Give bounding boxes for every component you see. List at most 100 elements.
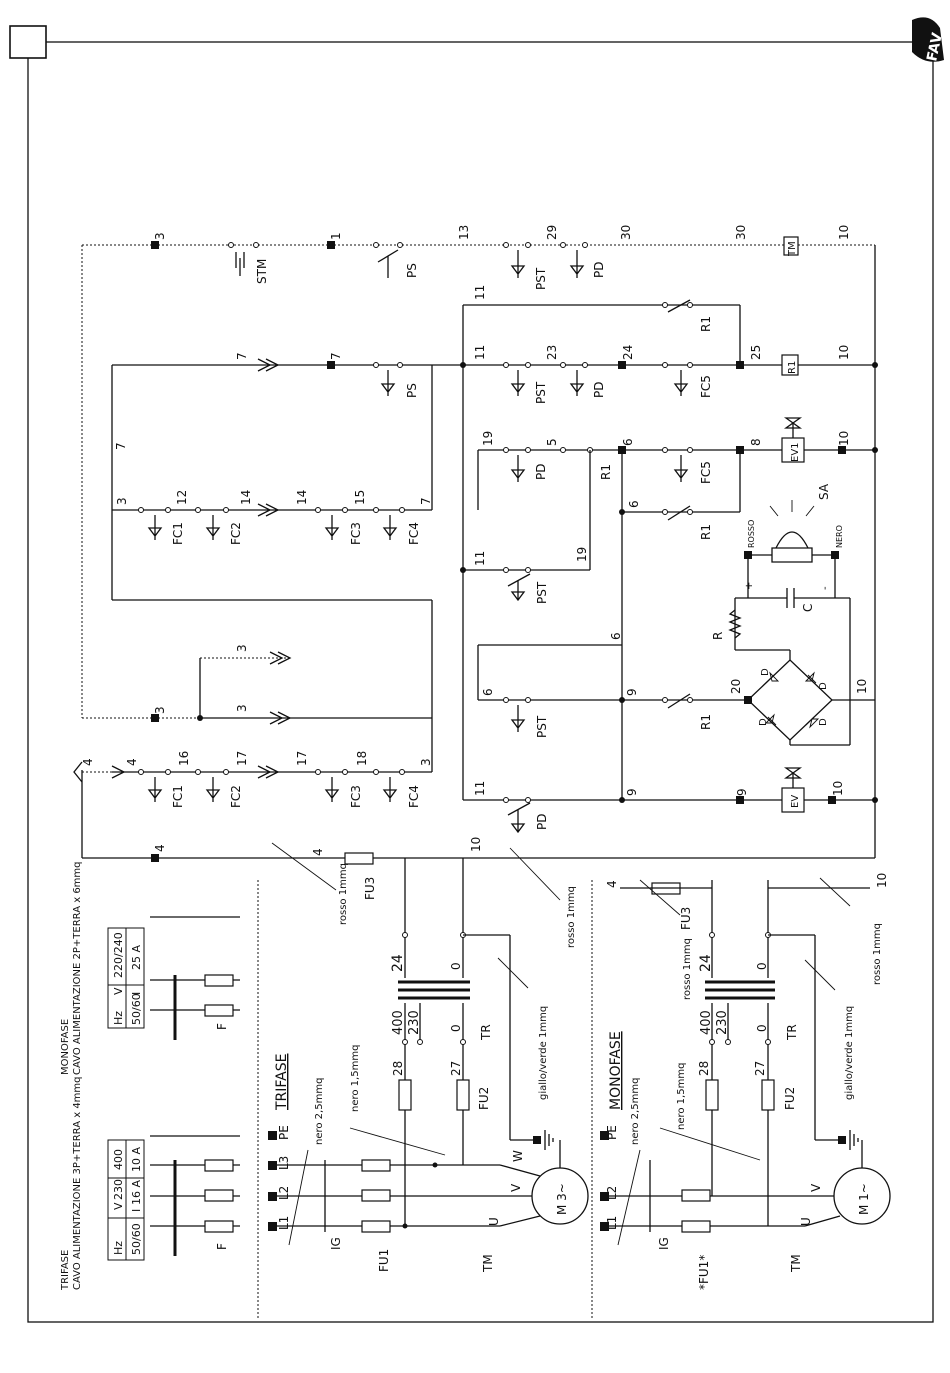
wire-4-d: 4 xyxy=(311,848,325,856)
rosso-note-b: rosso 1mmq xyxy=(566,886,577,948)
r1-label-d: R1 xyxy=(699,714,713,730)
l1-label-b: L1 xyxy=(605,1216,619,1230)
trifase-table-400: 400 xyxy=(112,1149,125,1170)
tm-label-b: TM xyxy=(789,1254,803,1273)
fu3-label-b: FU3 xyxy=(679,907,693,930)
wire-3-e: 3 xyxy=(235,704,249,712)
u-label-b: U xyxy=(799,1217,813,1226)
wire-4-b: 4 xyxy=(125,758,139,766)
fu2-label-a: FU2 xyxy=(477,1087,491,1110)
power-section xyxy=(150,842,891,1320)
w-label: W xyxy=(511,1150,525,1162)
fav-logo: FAV xyxy=(912,17,946,63)
wire-27-b: 27 xyxy=(753,1061,767,1076)
fu1-label: FU1 xyxy=(377,1249,391,1272)
monofase-header: MONOFASE xyxy=(60,1019,71,1075)
monofase-header-sub: CAVO ALIMENTAZIONE 2P+TERRA x 6mmq xyxy=(72,861,83,1075)
trifase-table-16a: 16 A xyxy=(130,1180,143,1205)
wire-8: 8 xyxy=(749,438,763,446)
monofase-table-hz: Hz xyxy=(112,1011,125,1025)
tr-label-b: TR xyxy=(785,1024,799,1041)
nero25-note-a: nero 2,5mmq xyxy=(314,1078,325,1145)
wire-18: 18 xyxy=(355,751,369,766)
v-label-a: V xyxy=(509,1183,523,1192)
tr-0-d: 0 xyxy=(755,1024,769,1032)
plus-sign: + xyxy=(744,582,755,590)
ig-label-b: IG xyxy=(657,1237,671,1250)
wire-3-d: 3 xyxy=(153,706,167,714)
control-circuit xyxy=(73,236,878,862)
wire-7-a: 7 xyxy=(235,352,249,360)
d-label-2: D xyxy=(818,682,829,690)
stm-label: STM xyxy=(255,259,269,284)
trifase-spec-table: Hz V 230 400 50/60 I 16 A 10 A xyxy=(107,1139,145,1261)
u-label-a: U xyxy=(487,1217,501,1226)
wire-28-a: 28 xyxy=(391,1061,405,1076)
wire-15: 15 xyxy=(353,490,367,505)
d-label-3: D xyxy=(758,718,769,726)
wire-17-a: 17 xyxy=(235,751,249,766)
wire-30b: 30 xyxy=(734,225,748,240)
trifase-header: TRIFASE xyxy=(60,1250,71,1291)
r1-label-b: R1 xyxy=(599,464,613,480)
wire-10-c: 10 xyxy=(837,431,851,446)
sa-label: SA xyxy=(817,483,831,500)
monofase-section-label: MONOFASE xyxy=(608,1031,624,1110)
d-label-1: D xyxy=(760,668,771,676)
monofase-spec-table: Hz V 220/240 50/60 I 25 A xyxy=(107,927,145,1029)
wire-17-b: 17 xyxy=(295,751,309,766)
r-label: R xyxy=(711,632,725,640)
wire-9-c: 9 xyxy=(735,788,749,796)
nero15-note-b: nero 1,5mmq xyxy=(676,1063,687,1130)
fc5-label-a: FC5 xyxy=(699,375,713,398)
trifase-table-10a: 10 A xyxy=(130,1147,143,1172)
c-label: C xyxy=(801,604,815,612)
wire-25: 25 xyxy=(749,345,763,360)
trifase-table-i: I xyxy=(130,1209,143,1212)
wire-19-b: 19 xyxy=(575,547,589,562)
wire-10-top: 10 xyxy=(837,225,851,240)
monofase-table-v: V xyxy=(112,987,125,995)
wire-3-b: 3 xyxy=(115,497,129,505)
trifase-table-v: V xyxy=(112,1202,125,1210)
motor-3-label: M 3~ xyxy=(555,1183,569,1215)
fc2-label-b: FC2 xyxy=(229,785,243,808)
wire-30a: 30 xyxy=(619,225,633,240)
fc1-label-b: FC1 xyxy=(171,785,185,808)
tr-0-b: 0 xyxy=(449,1024,463,1032)
r1-label-a: R1 xyxy=(699,316,713,332)
fu3-label-a: FU3 xyxy=(363,877,377,900)
monofase-table-volts: 220/240 xyxy=(112,932,125,978)
rosso-note-a: rosso 1mmq xyxy=(338,863,349,925)
fc2-label-a: FC2 xyxy=(229,522,243,545)
wire-10-g: 10 xyxy=(875,873,889,888)
rosso-note-d: rosso 1mmq xyxy=(872,923,883,985)
tr-24-b: 24 xyxy=(698,954,714,972)
wire-23: 23 xyxy=(545,345,559,360)
page-frame xyxy=(9,25,934,1323)
wire-14-a: 14 xyxy=(239,490,253,505)
pst-label-c: PST xyxy=(535,581,549,604)
trifase-header-sub: CAVO ALIMENTAZIONE 3P+TERRA x 4mmq xyxy=(72,1076,83,1290)
wire-4-c: 4 xyxy=(153,844,167,852)
nero15-note-a: nero 1,5mmq xyxy=(350,1045,361,1112)
fu2-label-b: FU2 xyxy=(783,1087,797,1110)
wire-19-a: 19 xyxy=(481,431,495,446)
wire-11-d: 11 xyxy=(473,781,487,796)
l2-label-b: L2 xyxy=(605,1186,619,1200)
motor-1-label: M 1~ xyxy=(857,1183,871,1215)
ps-label-top: PS xyxy=(405,263,419,278)
trifase-table-hz: Hz xyxy=(112,1241,125,1255)
fc3-label-a: FC3 xyxy=(349,522,363,545)
fc4-label-a: FC4 xyxy=(407,522,421,545)
f-label-a: F xyxy=(215,1243,229,1250)
monofase-table-i: I xyxy=(130,992,143,995)
d-label-4: D xyxy=(818,718,829,726)
wire-9-a: 9 xyxy=(625,688,639,696)
wire-7-c: 7 xyxy=(114,442,128,450)
fc3-label-b: FC3 xyxy=(349,785,363,808)
r1-coil-label: R1 xyxy=(787,361,798,374)
fc5-label-b: FC5 xyxy=(699,461,713,484)
